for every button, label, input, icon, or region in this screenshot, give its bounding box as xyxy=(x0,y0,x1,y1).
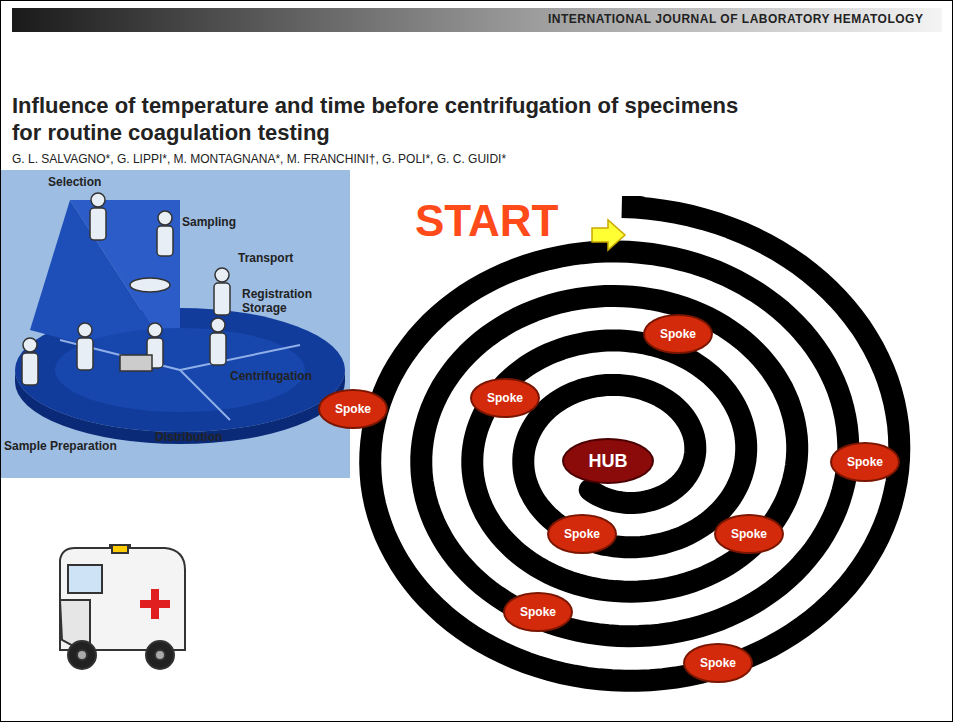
hub-label: HUB xyxy=(589,451,628,472)
stage-label: Transport xyxy=(238,251,293,265)
spoke-label: Spoke xyxy=(335,402,371,416)
stage-label: Centrifugation xyxy=(230,369,312,383)
spoke-ellipse: Spoke xyxy=(470,378,540,418)
spoke-ellipse: Spoke xyxy=(318,389,388,429)
stage-label: Sampling xyxy=(182,215,236,229)
stage-label: Selection xyxy=(48,175,101,189)
paper-title: Influence of temperature and time before… xyxy=(12,92,772,146)
spoke-label: Spoke xyxy=(700,656,736,670)
process-pie xyxy=(15,200,345,444)
start-arrow xyxy=(592,220,625,250)
stage-label: Sample Preparation xyxy=(4,439,117,453)
author-list: G. L. SALVAGNO*, G. LIPPI*, M. MONTAGNAN… xyxy=(12,152,506,166)
spoke-label: Spoke xyxy=(660,327,696,341)
spoke-label: Spoke xyxy=(847,455,883,469)
spoke-ellipse: Spoke xyxy=(547,514,617,554)
spoke-label: Spoke xyxy=(731,527,767,541)
spoke-ellipse: Spoke xyxy=(683,643,753,683)
ambulance-icon xyxy=(60,545,185,669)
hub-ellipse: HUB xyxy=(562,438,654,484)
stage-label: Distribution xyxy=(155,430,222,444)
spoke-ellipse: Spoke xyxy=(714,514,784,554)
header-bar xyxy=(12,8,942,32)
spoke-label: Spoke xyxy=(520,605,556,619)
illustration-panel xyxy=(1,170,350,478)
stage-label: Registration Storage xyxy=(242,287,324,315)
spoke-ellipse: Spoke xyxy=(643,314,713,354)
spiral-track xyxy=(370,207,899,681)
spoke-label: Spoke xyxy=(564,527,600,541)
spoke-label: Spoke xyxy=(487,391,523,405)
spoke-ellipse: Spoke xyxy=(830,442,900,482)
journal-name: INTERNATIONAL JOURNAL OF LABORATORY HEMA… xyxy=(548,12,923,26)
spoke-ellipse: Spoke xyxy=(503,592,573,632)
start-label: START xyxy=(415,196,558,246)
